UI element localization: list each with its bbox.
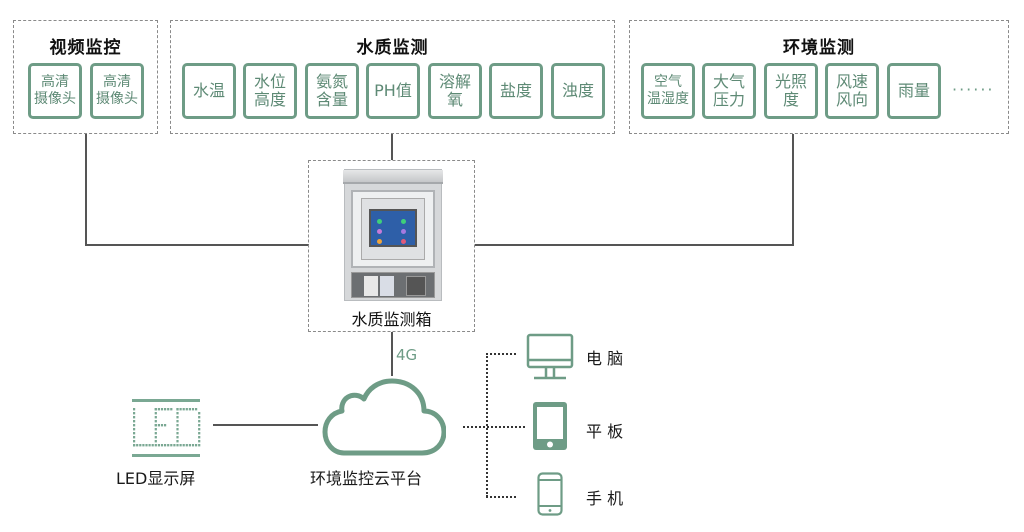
video-monitoring-title: 视频监控 — [49, 38, 122, 58]
air-pressure-chip: 大气 压力 — [702, 63, 756, 119]
turbidity-chip: 浊度 — [551, 63, 605, 119]
led-display-icon — [132, 399, 201, 457]
more-ellipsis: ······ — [952, 80, 995, 99]
dotted-to-phone — [486, 496, 516, 498]
water-quality-title: 水质监测 — [356, 38, 429, 58]
cabinet-touchscreen — [369, 209, 417, 247]
connector-led-cloud — [213, 424, 318, 426]
water-temperature-chip: 水温 — [182, 63, 236, 119]
connector-video-horizontal — [85, 244, 309, 246]
smartphone-icon — [537, 472, 563, 516]
video-monitoring-group: 视频监控 高清 摄像头 高清 摄像头 — [13, 20, 158, 134]
phone-label: 手 机 — [586, 489, 624, 508]
illuminance-chip: 光照 度 — [764, 63, 818, 119]
water-quality-group: 水质监测 水温 水位 高度 氨氮 含量 PH值 溶解 氧 盐度 浊度 — [170, 20, 615, 134]
dotted-device-trunk — [486, 353, 488, 497]
cloud-icon — [322, 378, 446, 456]
connector-water-vertical — [391, 134, 393, 160]
environment-monitoring-title: 环境监测 — [783, 38, 855, 58]
monitoring-box-group: 水质监测箱 — [308, 160, 475, 332]
connector-env-vertical — [792, 134, 794, 246]
environment-monitoring-group: 环境监测 空气 温湿度 大气 压力 光照 度 风速 风向 雨量 ······ — [629, 20, 1009, 134]
connector-4g-vertical — [391, 332, 393, 376]
dotted-to-computer — [486, 353, 516, 355]
led-display-label: LED显示屏 — [116, 469, 196, 488]
hd-camera-chip: 高清 摄像头 — [90, 63, 144, 119]
monitoring-cabinet-image — [343, 169, 443, 301]
ph-value-chip: PH值 — [366, 63, 420, 119]
dissolved-oxygen-chip: 溶解 氧 — [428, 63, 482, 119]
tablet-icon — [533, 402, 567, 450]
hd-camera-chip: 高清 摄像头 — [28, 63, 82, 119]
monitoring-box-label: 水质监测箱 — [351, 310, 432, 329]
computer-label: 电 脑 — [586, 349, 624, 368]
connector-video-vertical — [85, 134, 87, 246]
4g-link-label: 4G — [396, 346, 418, 364]
salinity-chip: 盐度 — [489, 63, 543, 119]
dotted-cloud-to-devices — [463, 426, 525, 428]
connector-env-horizontal — [475, 244, 794, 246]
tablet-label: 平 板 — [586, 422, 624, 441]
cloud-platform-label: 环境监控云平台 — [310, 469, 423, 488]
wind-chip: 风速 风向 — [825, 63, 879, 119]
rainfall-chip: 雨量 — [887, 63, 941, 119]
desktop-monitor-icon — [526, 333, 574, 380]
air-humidity-chip: 空气 温湿度 — [641, 63, 695, 119]
ammonia-nitrogen-chip: 氨氮 含量 — [305, 63, 359, 119]
water-level-chip: 水位 高度 — [243, 63, 297, 119]
